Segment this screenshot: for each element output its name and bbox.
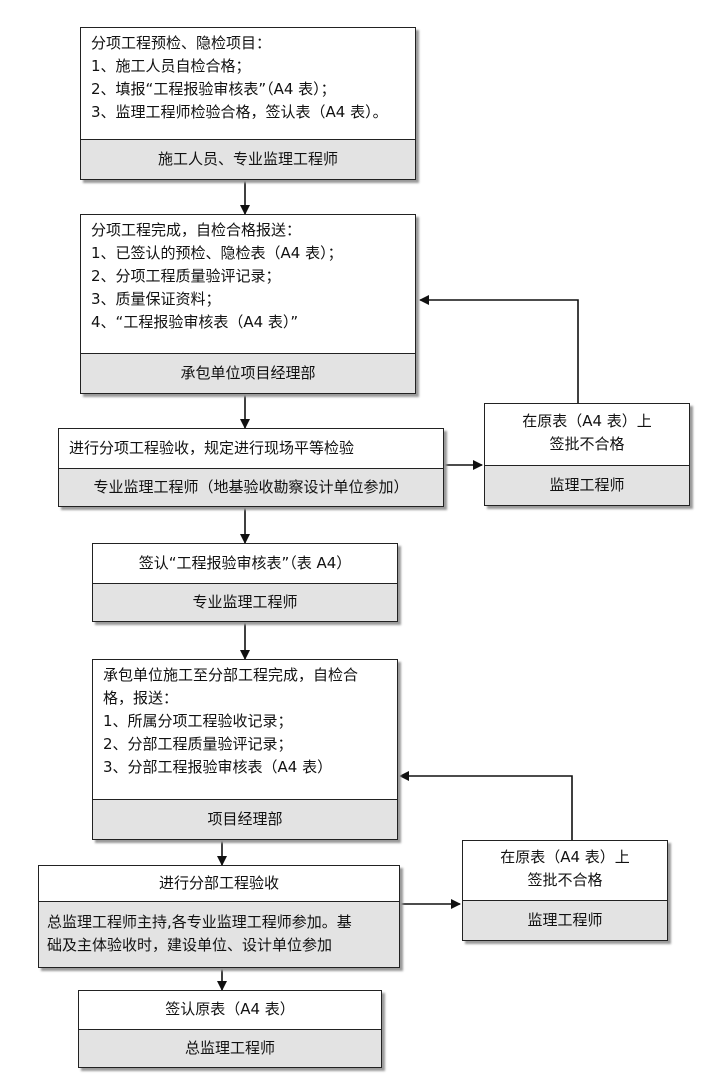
box-text-line: 在原表（A4 表）上: [522, 412, 652, 430]
box-text-line: 分项工程预检、隐检项目：: [91, 34, 272, 52]
box-footer-role: 项目经理部: [93, 799, 397, 839]
step-box-submission: 分项工程完成，自检合格报送： 1、已签认的预检、隐检表（A4 表）； 2、分项工…: [80, 214, 416, 394]
arrow-r1-b2: [419, 295, 579, 403]
box-text-line: 承包单位施工至分部工程完成，自检合: [103, 666, 359, 684]
box-footer-role: 监理工程师: [485, 465, 689, 505]
box-text-line: 1、施工人员自检合格；: [91, 57, 251, 75]
step-box-body: 进行分项工程验收，规定进行现场平等检验: [59, 429, 443, 460]
step-box-body: 分项工程预检、隐检项目： 1、施工人员自检合格； 2、填报“工程报验审核表”（A…: [81, 28, 415, 124]
step-box-body: 签认原表（A4 表）: [79, 991, 381, 1021]
box-text-line: 进行分项工程验收，规定进行现场平等检验: [69, 439, 355, 457]
arrow-r2-b5: [399, 771, 573, 840]
box-text-line: 1、已签认的预检、隐检表（A4 表）；: [91, 244, 343, 262]
step-box-body: 分项工程完成，自检合格报送： 1、已签认的预检、隐检表（A4 表）； 2、分项工…: [81, 215, 415, 334]
reject-box-2: 在原表（A4 表）上 签批不合格 监理工程师: [462, 840, 668, 941]
box-footer-role: 专业监理工程师（地基验收勘察设计单位参加）: [59, 468, 443, 506]
box-footer-line: 总监理工程师主持,各专业监理工程师参加。基: [47, 913, 352, 931]
step-box-body: 在原表（A4 表）上 签批不合格: [463, 841, 667, 892]
box-text-line: 格，报送：: [103, 689, 179, 707]
box-text-line: 3、监理工程师检验合格，签认表（A4 表）。: [91, 103, 388, 121]
box-text-line: 2、分部工程质量验评记录；: [103, 735, 293, 753]
box-text-line: 分项工程完成，自检合格报送：: [91, 221, 302, 239]
box-text-line: 2、填报“工程报验审核表”（A4 表）；: [91, 80, 336, 98]
step-box-body: 在原表（A4 表）上 签批不合格: [485, 404, 689, 456]
box-text-line: 签认“工程报验审核表”（表 A4）: [138, 554, 352, 572]
step-box-sign-form: 签认“工程报验审核表”（表 A4） 专业监理工程师: [92, 543, 398, 622]
box-text-line: 2、分项工程质量验评记录；: [91, 267, 281, 285]
box-text-line: 1、所属分项工程验收记录；: [103, 712, 293, 730]
box-footer-role: 专业监理工程师: [93, 583, 397, 621]
box-text-line: 3、质量保证资料；: [91, 290, 221, 308]
box-text-line: 签认原表（A4 表）: [165, 1000, 295, 1018]
step-box-inspection-items: 分项工程预检、隐检项目： 1、施工人员自检合格； 2、填报“工程报验审核表”（A…: [80, 27, 416, 180]
step-box-body: 承包单位施工至分部工程完成，自检合 格，报送： 1、所属分项工程验收记录； 2、…: [93, 660, 397, 779]
step-box-item-acceptance: 进行分项工程验收，规定进行现场平等检验 专业监理工程师（地基验收勘察设计单位参加…: [58, 428, 444, 507]
box-text-line: 进行分部工程验收: [158, 874, 279, 892]
step-box-division-submission: 承包单位施工至分部工程完成，自检合 格，报送： 1、所属分项工程验收记录； 2、…: [92, 659, 398, 840]
box-text-line: 3、分部工程报验审核表（A4 表）: [103, 758, 333, 776]
box-footer-role: 总监理工程师主持,各专业监理工程师参加。基 础及主体验收时，建设单位、设计单位参…: [39, 901, 399, 967]
step-box-division-acceptance: 进行分部工程验收 总监理工程师主持,各专业监理工程师参加。基 础及主体验收时，建…: [38, 865, 400, 968]
step-box-body: 进行分部工程验收: [39, 866, 399, 895]
box-footer-role: 总监理工程师: [79, 1029, 381, 1067]
step-box-final-sign: 签认原表（A4 表） 总监理工程师: [78, 990, 382, 1068]
box-footer-role: 监理工程师: [463, 900, 667, 940]
box-text-line: 签批不合格: [549, 435, 625, 453]
box-footer-role: 承包单位项目经理部: [81, 353, 415, 393]
box-text-line: 4、“工程报验审核表（A4 表）”: [91, 313, 299, 331]
box-text-line: 在原表（A4 表）上: [500, 848, 630, 866]
reject-box-1: 在原表（A4 表）上 签批不合格 监理工程师: [484, 403, 690, 506]
box-footer-line: 础及主体验收时，建设单位、设计单位参加: [47, 936, 333, 954]
box-text-line: 签批不合格: [527, 871, 603, 889]
box-footer-role: 施工人员、专业监理工程师: [81, 139, 415, 179]
step-box-body: 签认“工程报验审核表”（表 A4）: [93, 544, 397, 575]
